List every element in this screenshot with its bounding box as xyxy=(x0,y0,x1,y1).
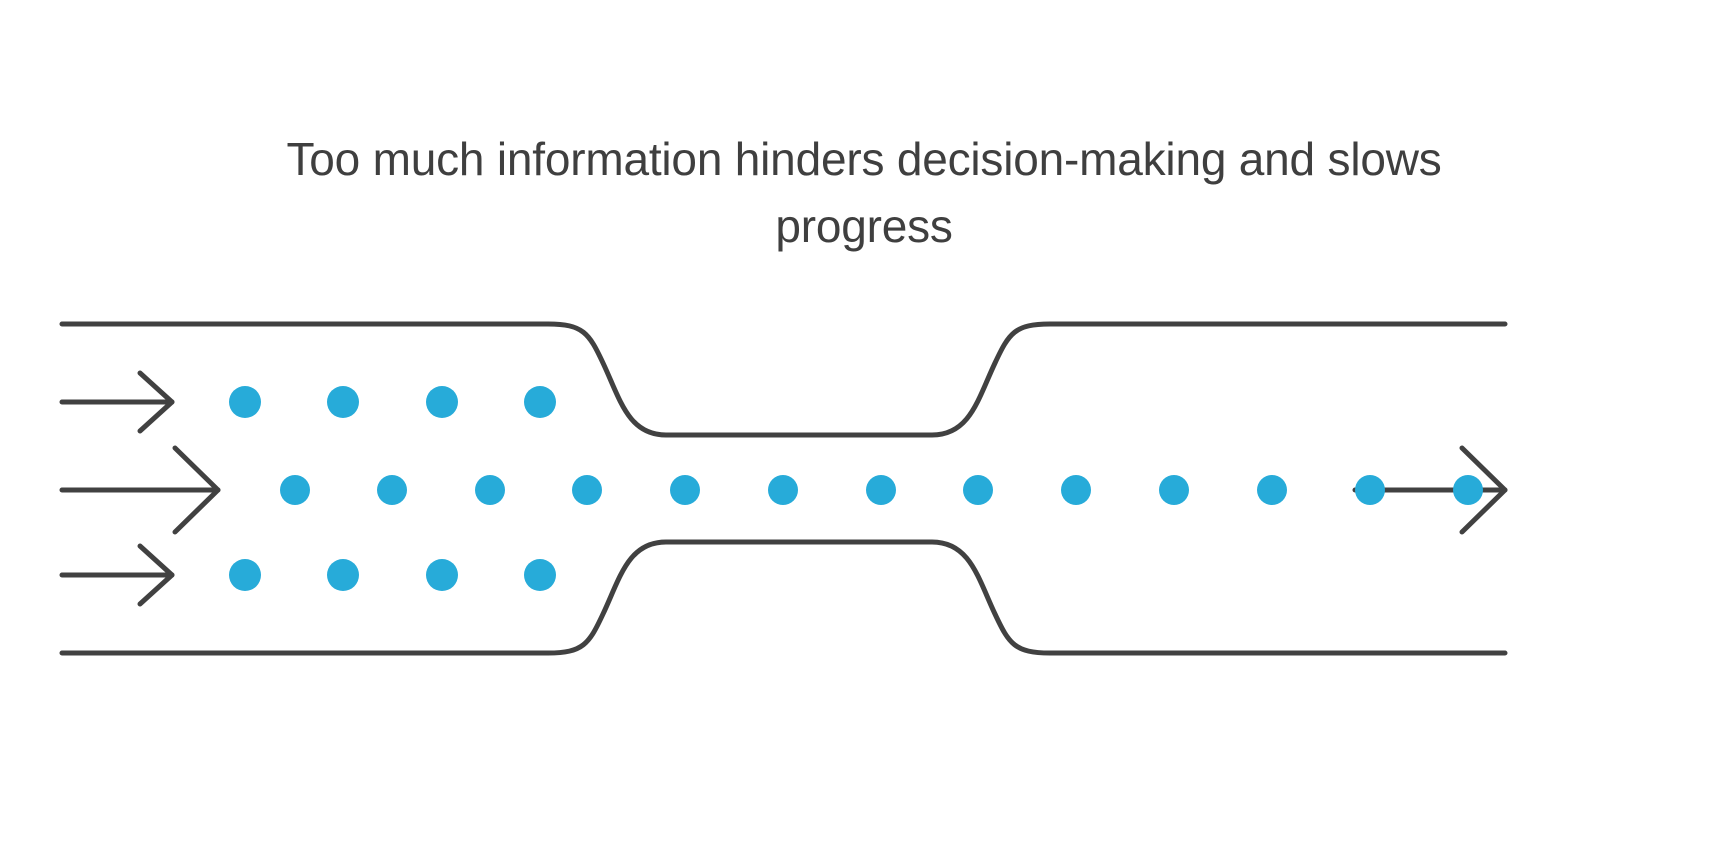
information-dot xyxy=(1061,475,1091,505)
pipe-top-wall xyxy=(59,321,1508,438)
information-dot xyxy=(1355,475,1385,505)
dot-row-bottom-row xyxy=(229,559,556,591)
information-dot xyxy=(572,475,602,505)
information-dot xyxy=(229,559,261,591)
information-dot xyxy=(866,475,896,505)
information-dot xyxy=(426,386,458,418)
information-dot xyxy=(327,386,359,418)
information-dot xyxy=(377,475,407,505)
inbound-arrow-middle xyxy=(59,445,221,535)
pipe-bottom-wall xyxy=(59,539,1508,656)
information-dot xyxy=(1257,475,1287,505)
information-dot xyxy=(524,386,556,418)
information-dot xyxy=(280,475,310,505)
information-dot xyxy=(1159,475,1189,505)
inbound-arrow-top xyxy=(59,370,175,434)
information-dot xyxy=(768,475,798,505)
information-dot xyxy=(963,475,993,505)
page-title: Too much information hinders decision-ma… xyxy=(286,133,1442,252)
dot-row-middle-row xyxy=(280,475,1483,505)
information-dot xyxy=(475,475,505,505)
outbound-arrow-head xyxy=(1459,445,1508,535)
inbound-arrow-group xyxy=(59,370,221,607)
information-dots xyxy=(229,386,1483,591)
inbound-arrow-middle-head xyxy=(172,445,221,535)
inbound-arrow-bottom-head xyxy=(137,543,175,607)
information-dot xyxy=(327,559,359,591)
information-dot xyxy=(426,559,458,591)
information-dot xyxy=(670,475,700,505)
inbound-arrow-top-head xyxy=(137,370,175,434)
inbound-arrow-bottom xyxy=(59,543,175,607)
information-dot xyxy=(1453,475,1483,505)
dot-row-top-row xyxy=(229,386,556,418)
information-dot xyxy=(229,386,261,418)
pipe-walls xyxy=(59,321,1508,656)
information-dot xyxy=(524,559,556,591)
